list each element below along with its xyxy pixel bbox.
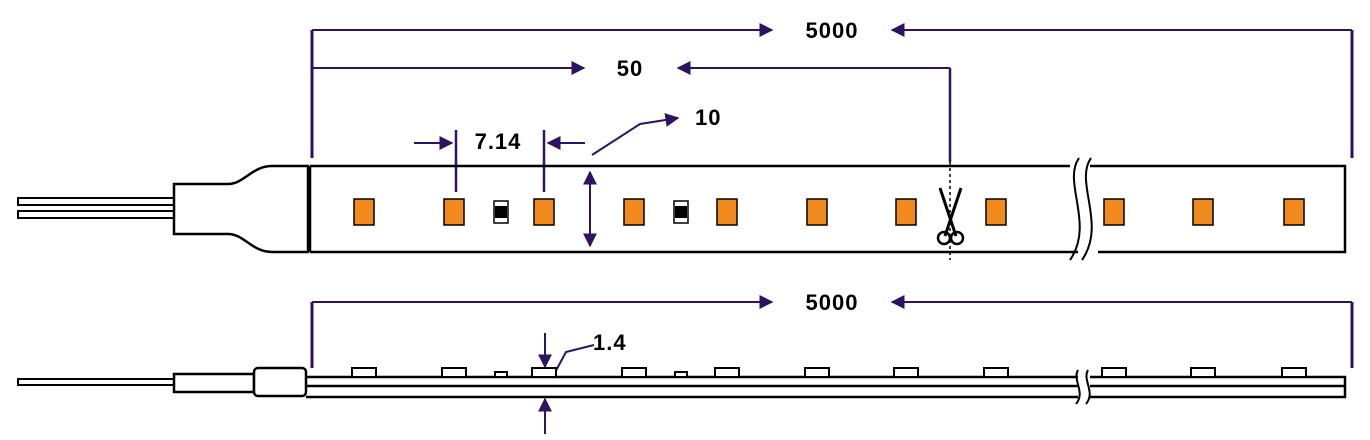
led-chip: [1283, 198, 1305, 226]
resistor: [673, 200, 689, 224]
led-row-top: [353, 198, 1305, 226]
total-length-top-label: 5000: [806, 18, 859, 43]
led-side: [351, 367, 377, 378]
led-side: [1101, 367, 1127, 378]
dimension-led-pitch: 7.14: [414, 129, 585, 192]
dimension-strip-thickness: 1.4: [538, 330, 627, 434]
led-side: [621, 367, 647, 378]
dimension-cut-unit: 50: [312, 56, 952, 162]
wavy-break-icon: [1075, 369, 1091, 405]
led-side: [983, 367, 1009, 378]
scissors-icon: [936, 187, 965, 246]
led-pitch-label: 7.14: [475, 129, 522, 154]
led-side: [1190, 367, 1216, 378]
strip-body-side-view: [306, 375, 1347, 399]
dimension-strip-width: 10: [583, 105, 721, 248]
strip-width-label: 10: [695, 105, 721, 130]
connector-side-view: [17, 366, 308, 398]
resistor-row-side: [494, 371, 688, 378]
led-chip: [716, 198, 738, 226]
resistor-row-top: [493, 200, 689, 224]
led-chip: [533, 198, 555, 226]
led-chip: [623, 198, 645, 226]
led-side: [441, 367, 467, 378]
led-row-side: [351, 367, 1307, 378]
led-chip: [985, 198, 1007, 226]
led-side: [893, 367, 919, 378]
total-length-side-label: 5000: [806, 290, 859, 315]
resistor-side: [494, 371, 508, 378]
dimension-total-length-top: 5000: [310, 18, 1354, 158]
led-chip: [353, 198, 375, 226]
led-chip: [443, 198, 465, 226]
cut-unit-label: 50: [617, 56, 643, 81]
resistor: [493, 200, 509, 224]
led-chip: [895, 198, 917, 226]
led-chip: [1103, 198, 1125, 226]
led-side: [714, 367, 740, 378]
strip-thickness-label: 1.4: [593, 330, 627, 355]
led-chip: [1192, 198, 1214, 226]
resistor-side: [674, 371, 688, 378]
dimension-total-length-side: 5000: [310, 290, 1354, 368]
led-chip: [806, 198, 828, 226]
led-side: [1281, 367, 1307, 378]
led-side: [531, 367, 557, 378]
wavy-break-icon: [1069, 157, 1093, 261]
connector-top-view: [17, 164, 310, 254]
led-side: [804, 367, 830, 378]
